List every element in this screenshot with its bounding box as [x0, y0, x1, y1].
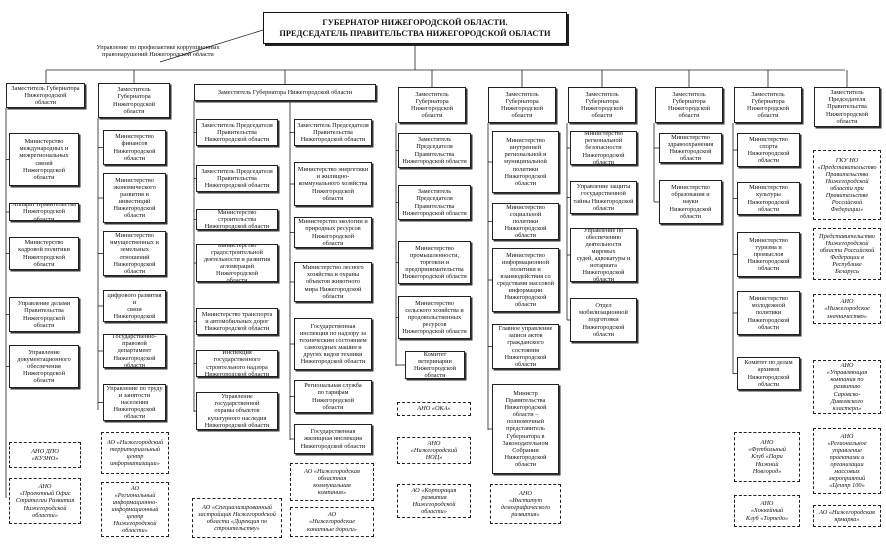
org-3-5: АНО «ОКА»: [397, 402, 471, 416]
org-2r-8: АО «Нижегородские канатные дороги»: [290, 507, 374, 537]
org-2r-7: АО «Нижегородская областная коммунальная…: [290, 463, 374, 501]
unit-1-4: Государственно- правовой департамент Ниж…: [103, 334, 166, 368]
unit-2r-4: Государственная инспекция по надзору за …: [294, 318, 372, 370]
org-8-1: Представительство Нижегородской области …: [813, 228, 881, 280]
unit-2l-0: Заместитель Председателя Правительства Н…: [196, 119, 278, 146]
unit-2l-3: Министерство градостроительной деятельно…: [196, 244, 278, 282]
org-3-6: АНО «Нижегородский НОЦ»: [397, 437, 471, 464]
unit-5-3: Отдел мобилизационной подготовки Нижегор…: [570, 298, 637, 342]
org-1-7: АО «Региональный информационно- информац…: [101, 482, 169, 537]
unit-5-2: Управление по обеспечению деятельности м…: [570, 228, 637, 282]
deputy-0: Заместитель Губернатора Нижегородской об…: [6, 83, 85, 108]
org-1-6: АО «Нижегородский территориальный центр …: [101, 432, 169, 474]
unit-1-3: Министерство цифрового развития и связи …: [103, 290, 166, 322]
unit-1-2: Министерство имущественных и земельных о…: [103, 231, 166, 276]
unit-3-3: Министерство сельского хозяйства и продо…: [398, 296, 471, 339]
unit-0-1: Аппарат Правительства Нижегородской обла…: [9, 203, 79, 221]
unit-4-4: Министр Правительства Нижегородской обла…: [492, 384, 559, 474]
unit-7-2: Министерство туризма и промыслов Нижегор…: [737, 232, 800, 277]
unit-4-1: Министерство социальной политики Нижегор…: [492, 203, 559, 240]
unit-3-1: Заместитель Председателя Правительства Н…: [398, 185, 471, 220]
governor-title: ГУБЕРНАТОР НИЖЕГОРОДСКОЙ ОБЛАСТИ. ПРЕДСЕ…: [279, 17, 551, 38]
unit-2r-6: Государственная жилищная инспекция Нижег…: [294, 424, 372, 454]
org-8-3: АНО «Управляющая компания по развитию Са…: [813, 360, 881, 414]
org-4-5: АНО «Институт демографического развития»: [490, 484, 561, 524]
unit-4-2: Министерство информационной политики и в…: [492, 248, 559, 312]
deputy-6: Заместитель Губернатора Нижегородской об…: [655, 87, 723, 123]
unit-4-0: Министерство внутренней региональной и м…: [492, 131, 559, 193]
unit-3-2: Министерство промышленности, торговли и …: [398, 241, 471, 284]
unit-2l-2: Министерство строительства Нижегородской…: [196, 209, 278, 230]
deputy-8: Заместитель Председателя Правительства Н…: [814, 87, 880, 127]
unit-1-5: Управление по труду и занятости населени…: [103, 384, 166, 421]
unit-3-0: Заместитель Председателя Правительства Н…: [398, 133, 471, 168]
deputy-3: Заместитель Губернатора Нижегородской об…: [398, 87, 466, 123]
unit-0-0: Министерство международных и межрегионал…: [9, 133, 79, 186]
unit-1-1: Министерство экономического развития и и…: [103, 173, 166, 223]
org-8-5: АО «Нижегородская ярмарка»: [813, 505, 881, 527]
org-0-5: АНО ДПО «КУЗНО»: [9, 442, 81, 468]
unit-2l-6: Управление государственной охраны объект…: [196, 392, 278, 430]
unit-0-3: Управление делами Правительства Нижегоро…: [9, 297, 79, 332]
unit-4-3: Главное управление записи актов гражданс…: [492, 324, 559, 369]
unit-6-1: Министерство образования и науки Нижегор…: [659, 180, 722, 224]
anti-corruption-department: Управление по профилактике коррупционных…: [68, 40, 248, 62]
unit-2r-1: Министерство энергетики и жилищно- комму…: [294, 162, 372, 206]
unit-7-3: Министерство молодежной политики Нижегор…: [737, 291, 800, 335]
unit-5-0: Министерство региональной безопасности Н…: [570, 131, 637, 165]
deputy-2: Заместитель Губернатора Нижегородской об…: [194, 84, 376, 101]
unit-5-1: Управление защиты государственной тайны …: [570, 181, 637, 214]
anti-corruption-label: Управление по профилактике коррупционных…: [96, 43, 220, 58]
org-6-3: АНО «Хоккейный Клуб «Торпедо»: [734, 495, 800, 527]
unit-2l-5: Инспекция государственного строительного…: [196, 350, 278, 377]
unit-2r-3: Министерство лесного хозяйства и охраны …: [294, 262, 372, 302]
deputy-1: Заместитель Губернатора Нижегородской об…: [98, 83, 170, 118]
org-3-7: АО «Корпорация развития Нижегородской об…: [397, 484, 471, 518]
unit-7-0: Министерство спорта Нижегородской област…: [737, 133, 800, 167]
unit-2r-0: Заместитель Председателя Правительства Н…: [294, 119, 372, 146]
unit-1-0: Министерство финансов Нижегородской обла…: [103, 130, 166, 165]
unit-2r-5: Региональная служба по тарифам Нижегород…: [294, 380, 372, 413]
org-2l-7: АО «Специализированный застройщик Нижего…: [192, 498, 282, 538]
unit-3-4: Комитет ветеринарии Нижегородской област…: [405, 351, 465, 379]
org-8-2: АНО «Нижегородское значничество»: [813, 294, 881, 324]
unit-2r-2: Министерство экологии и природных ресурс…: [294, 217, 372, 248]
unit-0-2: Министерство кадровой политики Нижегород…: [9, 237, 79, 270]
deputy-7: Заместитель Губернатора Нижегородской об…: [734, 87, 802, 123]
org-6-2: АНО «Футбольный Клуб «Пари Нижний Новгор…: [734, 432, 800, 482]
unit-2l-1: Заместитель Председателя Правительства Н…: [196, 165, 278, 192]
unit-6-0: Министерство здравоохранения Нижегородск…: [659, 133, 722, 163]
unit-7-1: Министерство культуры Нижегородской обла…: [737, 182, 800, 215]
org-0-6: АНО «Проектный Офис Стратегии Развития Н…: [9, 478, 81, 524]
deputy-5: Заместитель Губернатора Нижегородской об…: [568, 87, 636, 123]
unit-2l-4: Министерство транспорта и автомобильных …: [196, 308, 278, 335]
governor-box: ГУБЕРНАТОР НИЖЕГОРОДСКОЙ ОБЛАСТИ. ПРЕДСЕ…: [263, 12, 567, 44]
unit-0-4: Управление документационного обеспечения…: [9, 345, 79, 388]
org-8-4: АНО «Региональное управление проектами и…: [813, 428, 881, 494]
unit-7-4: Комитет по делам архивов Нижегородской о…: [737, 357, 800, 390]
deputy-4: Заместитель Губернатора Нижегородской об…: [488, 87, 556, 123]
org-8-0: ГКУ НО «Представительство Правительства …: [813, 150, 881, 220]
